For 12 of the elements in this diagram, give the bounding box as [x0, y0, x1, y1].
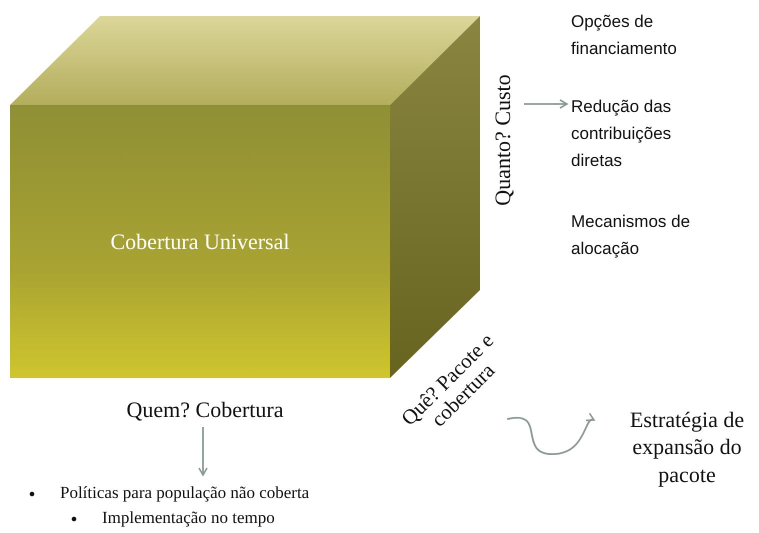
list-item: Redução das contribuições diretas [570, 96, 672, 172]
list-item: Mecanismos de alocação [570, 211, 692, 260]
result-label: Estratégia de expansão do pacote [612, 398, 759, 496]
axis-label: Quanto? Custo [488, 55, 518, 225]
arrow [524, 99, 568, 109]
front-face-label: Cobertura Universal [10, 105, 390, 378]
arrow [198, 427, 208, 476]
bullet-item: Políticas para população não coberta [60, 483, 310, 504]
axis-label: Quem? Cobertura [95, 395, 315, 425]
arrow [506, 414, 595, 456]
bullet-item: Implementação no tempo [102, 508, 275, 528]
list-item: Opções de financiamento [570, 11, 678, 60]
